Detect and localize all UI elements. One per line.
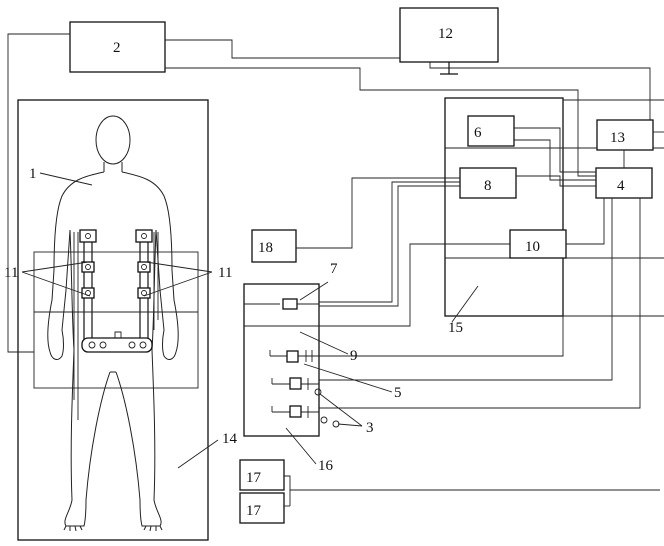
element-5-b: [289, 377, 302, 390]
label-17-top: 17: [246, 470, 262, 486]
wire-18-to-8: [296, 177, 460, 249]
clamp: [137, 287, 151, 299]
sensor-zone-11: [33, 251, 199, 389]
wire-17: [284, 475, 660, 491]
wire-10-to-4: [566, 198, 605, 245]
wire-8-to-4: [516, 175, 596, 187]
wire-2-to-13: [165, 67, 579, 100]
wire-9-to-10: [319, 243, 510, 327]
label-4: 4: [617, 178, 625, 194]
box-16: [243, 283, 320, 437]
clamp: [81, 287, 95, 299]
box-8: [459, 167, 517, 199]
element-5-c: [289, 405, 302, 418]
label-5: 5: [394, 385, 402, 401]
label-8: 8: [484, 178, 492, 194]
box-17-bottom: [239, 492, 285, 524]
element-5-a: [286, 350, 299, 363]
label-12: 12: [438, 26, 453, 42]
label-13: 13: [610, 130, 625, 146]
wire-7-to-8: [319, 181, 460, 303]
label-14: 14: [222, 431, 238, 447]
label-16: 16: [318, 458, 334, 474]
human-body-outline-icon: [47, 115, 179, 532]
box-12-monitor: [399, 7, 499, 63]
clamp: [137, 261, 151, 273]
clamp: [135, 229, 153, 243]
label-17-bottom: 17: [246, 503, 262, 519]
box-4: [595, 167, 653, 199]
label-15: 15: [448, 320, 463, 336]
body-frame-14: [17, 99, 209, 541]
clamp: [79, 229, 97, 243]
fixator-bottom-bar: [81, 337, 153, 353]
label-18: 18: [258, 240, 273, 256]
box-6: [467, 115, 515, 147]
element-7: [282, 298, 298, 310]
external-fixator-frame: [73, 229, 159, 420]
box-17-top: [239, 459, 285, 491]
label-2: 2: [113, 40, 121, 56]
box-18: [251, 229, 297, 263]
label-7: 7: [330, 261, 338, 277]
box-13: [596, 119, 654, 151]
wire-2-to-body: [7, 33, 70, 353]
box-2: [69, 21, 166, 73]
label-6: 6: [474, 125, 482, 141]
clamp: [81, 261, 95, 273]
label-11-left: 11: [4, 265, 18, 281]
wire-5b: [319, 198, 613, 381]
label-10: 10: [525, 239, 540, 255]
label-3: 3: [366, 420, 374, 436]
label-11-right: 11: [218, 265, 232, 281]
wire-5a: [319, 316, 564, 357]
label-1: 1: [29, 166, 37, 182]
wire-5c: [319, 198, 641, 409]
